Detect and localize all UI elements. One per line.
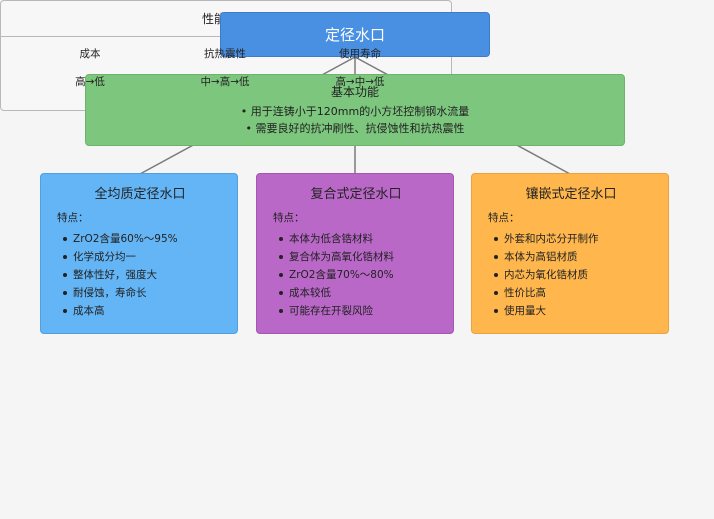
list-item: 性价比高	[488, 284, 654, 302]
comparison-header-cell: 抗热震性	[204, 48, 246, 60]
list-item: 复合体为高氧化锆材料	[273, 248, 439, 266]
type-title: 复合式定径水口	[310, 187, 402, 202]
basic-function-title: 基本功能	[330, 85, 379, 99]
list-item: 成本较低	[273, 284, 439, 302]
type-box-homogeneous: 全均质定径水口 特点： ZrO2含量60%～95% 化学成分均一 整体性好，强度…	[40, 173, 238, 334]
comparison-header-cell: 成本	[79, 48, 101, 60]
root-title: 定径水口	[324, 26, 385, 44]
basic-function-box: 基本功能 • 用于连铸小于120mm的小方坯控制钢水流量 • 需要良好的抗冲刷性…	[85, 74, 625, 146]
list-item: 本体为低含锆材料	[273, 230, 439, 248]
features-list: 本体为低含锆材料 复合体为高氧化锆材料 ZrO2含量70%～80% 成本较低 可…	[273, 230, 439, 320]
list-item: 耐侵蚀，寿命长	[57, 284, 223, 302]
list-item: 化学成分均一	[57, 248, 223, 266]
list-item: 外套和内芯分开制作	[488, 230, 654, 248]
type-title: 镶嵌式定径水口	[525, 187, 617, 202]
basic-function-line: • 用于连铸小于120mm的小方坯控制钢水流量	[240, 105, 470, 118]
list-item: ZrO2含量70%～80%	[273, 266, 439, 284]
features-list: ZrO2含量60%～95% 化学成分均一 整体性好，强度大 耐侵蚀，寿命长 成本…	[57, 230, 223, 320]
comparison-header-cell: 使用寿命	[339, 48, 381, 60]
list-item: 使用量大	[488, 302, 654, 320]
comparison-value-cell: 高→低	[75, 76, 105, 88]
list-item: 成本高	[57, 302, 223, 320]
root-node: 定径水口	[220, 12, 490, 57]
list-item: ZrO2含量60%～95%	[57, 230, 223, 248]
features-label: 特点：	[488, 212, 520, 224]
features-label: 特点：	[273, 212, 305, 224]
type-title: 全均质定径水口	[94, 187, 186, 202]
list-item: 内芯为氧化锆材质	[488, 266, 654, 284]
type-box-inlaid: 镶嵌式定径水口 特点： 外套和内芯分开制作 本体为高铝材质 内芯为氧化锆材质 性…	[471, 173, 669, 334]
features-label: 特点：	[57, 212, 89, 224]
features-list: 外套和内芯分开制作 本体为高铝材质 内芯为氧化锆材质 性价比高 使用量大	[488, 230, 654, 320]
basic-function-line: • 需要良好的抗冲刷性、抗侵蚀性和抗热震性	[245, 122, 465, 135]
list-item: 可能存在开裂风险	[273, 302, 439, 320]
type-box-composite: 复合式定径水口 特点： 本体为低含锆材料 复合体为高氧化锆材料 ZrO2含量70…	[256, 173, 454, 334]
list-item: 本体为高铝材质	[488, 248, 654, 266]
comparison-value-cell: 高→中→低	[335, 76, 385, 88]
list-item: 整体性好，强度大	[57, 266, 223, 284]
comparison-value-cell: 中→高→低	[200, 76, 250, 88]
